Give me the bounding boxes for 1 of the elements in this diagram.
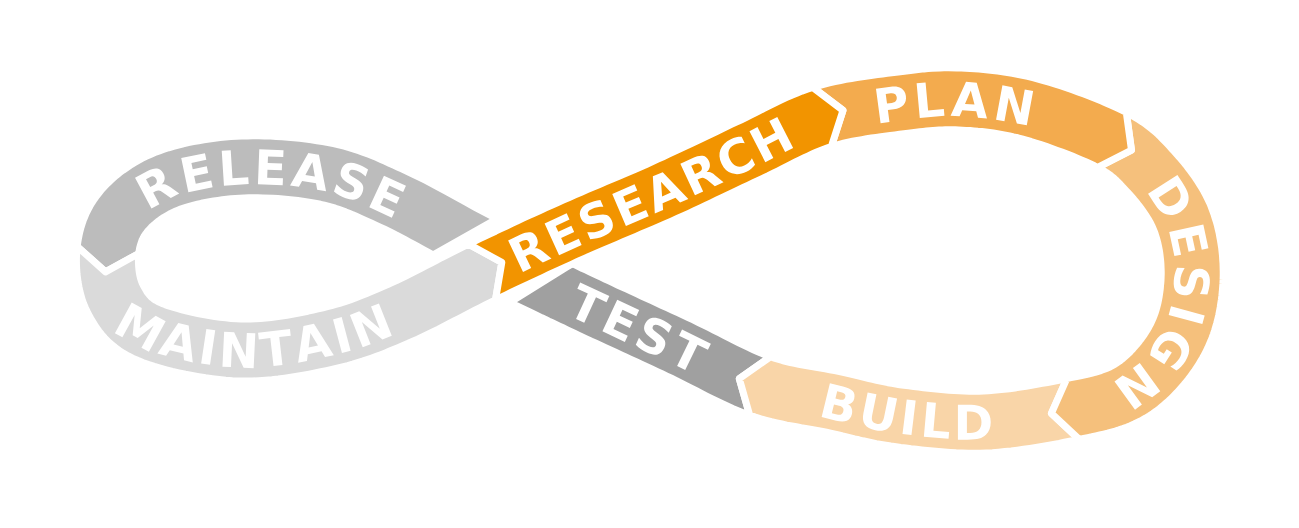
band-segment: BUILD	[735, 353, 1083, 457]
